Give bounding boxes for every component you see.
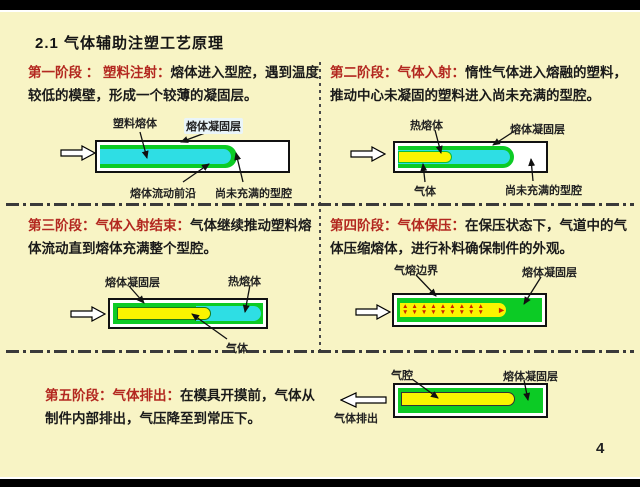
- stage2-heading: 第二阶段：气体入射：: [330, 65, 465, 80]
- d3-label-hot-melt: 热熔体: [228, 276, 261, 288]
- d1-label-solidified-layer: 熔体凝固层: [184, 118, 243, 134]
- stage2-description: 惰性气体进入熔融的塑料，推动中心未凝固的塑料进入尚未充满的型腔。: [330, 65, 627, 103]
- d3-mold-cavity: [108, 298, 268, 329]
- stage3-text: 第三阶段：气体入射结束：气体继续推动塑料熔体流动直到熔体充满整个型腔。: [28, 214, 324, 260]
- d1-label-flow-front: 熔体流动前沿: [130, 188, 196, 200]
- horizontal-divider-2: [6, 350, 634, 353]
- stage3-heading: 第三阶段：气体入射结束：: [28, 218, 190, 233]
- d5-label-gas-cavity: 气腔: [391, 370, 413, 382]
- pressure-arrow-tip-icon: ►: [497, 304, 506, 315]
- d2-mold-cavity: [393, 141, 548, 173]
- d4-label-gas-melt-boundary: 气熔边界: [394, 265, 438, 277]
- stage4-heading: 第四阶段：气体保压：: [330, 218, 465, 233]
- d4-mold-cavity: ▲▲▲▲▲▲▲▲▲ ▼▼▼▼▼▼▼▼▼ ►: [392, 293, 547, 327]
- flow-direction-arrow-icon: [60, 145, 96, 161]
- d3-label-solidified-layer: 熔体凝固层: [105, 277, 160, 289]
- flow-direction-arrow-icon: [350, 146, 386, 162]
- d3-label-gas: 气体: [226, 343, 248, 355]
- flow-direction-arrow-icon: [70, 306, 106, 322]
- slide-title: 2.1 气体辅助注塑工艺原理: [35, 35, 225, 52]
- d4-label-solidified-layer: 熔体凝固层: [522, 267, 577, 279]
- d5-gas-cavity: [401, 392, 515, 406]
- stage3-description: 气体继续推动塑料熔体流动直到熔体充满整个型腔。: [28, 218, 312, 256]
- stage1-heading: 第一阶段 ： 塑料注射：: [28, 65, 171, 80]
- flow-direction-arrow-icon: [355, 304, 392, 320]
- stage4-description: 在保压状态下，气道中的气体压缩熔体，进行补料确保制件的外观。: [330, 218, 627, 256]
- d1-label-plastic-melt: 塑料熔体: [113, 118, 157, 130]
- stage1-description: 熔体进入型腔，遇到温度较低的模壁，形成一个较薄的凝固层。: [28, 65, 320, 103]
- d1-plastic-melt: [100, 149, 232, 164]
- d2-gas-channel: [398, 151, 452, 163]
- d2-label-solidified-layer: 熔体凝固层: [510, 124, 565, 136]
- d1-mold-cavity: [95, 140, 290, 173]
- d2-label-unfilled-cavity: 尚未充满的型腔: [505, 185, 582, 197]
- horizontal-divider-1: [6, 203, 634, 206]
- pressure-arrows-down-icon: ▼▼▼▼▼▼▼▼▼: [402, 309, 487, 316]
- d2-label-gas: 气体: [414, 186, 436, 198]
- d5-label-gas-exhaust: 气体排出: [334, 413, 378, 425]
- exhaust-direction-arrow-icon: [340, 392, 387, 408]
- vertical-divider: [319, 62, 321, 352]
- stage5-text: 第五阶段：气体排出：在模具开摸前，气体从制件内部排出，气压降至到常压下。: [45, 384, 327, 430]
- pressure-arrows-up-icon: ▲▲▲▲▲▲▲▲▲: [402, 303, 487, 310]
- stage5-description: 在模具开摸前，气体从制件内部排出，气压降至到常压下。: [45, 388, 315, 426]
- slide-background: 2.1 气体辅助注塑工艺原理 第一阶段 ： 塑料注射：熔体进入型腔，遇到温度较低…: [0, 10, 640, 479]
- d5-mold-cavity: [393, 383, 548, 418]
- d2-label-hot-melt: 热熔体: [410, 120, 443, 132]
- d5-label-solidified-layer: 熔体凝固层: [503, 371, 558, 383]
- stage1-text: 第一阶段 ： 塑料注射：熔体进入型腔，遇到温度较低的模壁，形成一个较薄的凝固层。: [28, 61, 322, 107]
- d1-label-unfilled-cavity: 尚未充满的型腔: [215, 188, 292, 200]
- d3-gas-channel: [117, 307, 211, 320]
- stage4-text: 第四阶段：气体保压：在保压状态下，气道中的气体压缩熔体，进行补料确保制件的外观。: [330, 214, 630, 260]
- page-number: 4: [596, 440, 605, 457]
- stage2-text: 第二阶段：气体入射：惰性气体进入熔融的塑料，推动中心未凝固的塑料进入尚未充满的型…: [330, 61, 628, 107]
- d4-gas-channel: ▲▲▲▲▲▲▲▲▲ ▼▼▼▼▼▼▼▼▼ ►: [400, 303, 506, 317]
- stage5-heading: 第五阶段：气体排出：: [45, 388, 180, 403]
